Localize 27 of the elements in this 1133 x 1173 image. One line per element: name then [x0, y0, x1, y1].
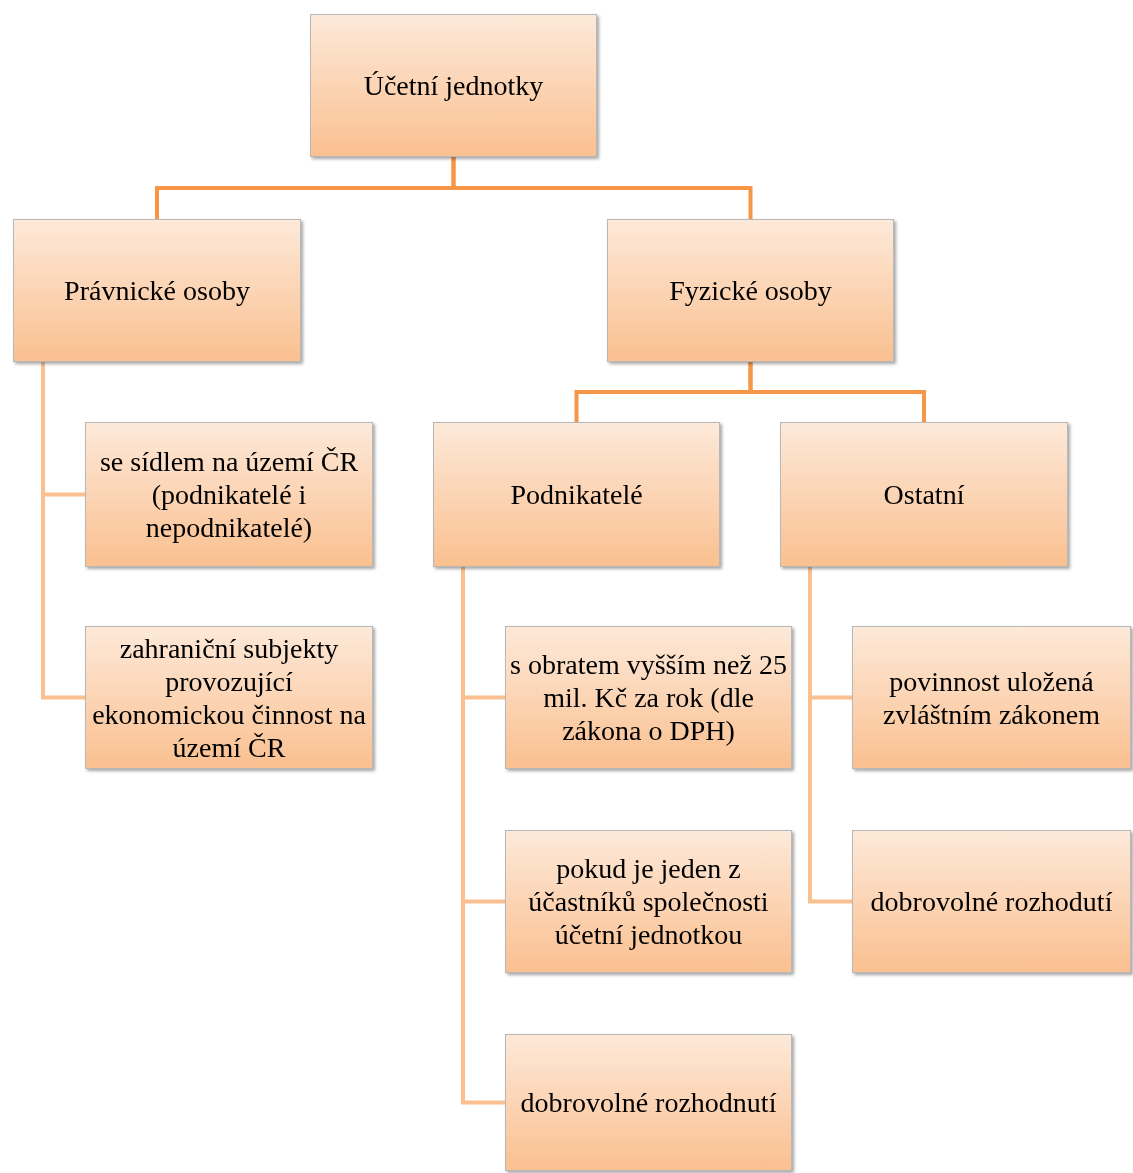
connector-line — [41, 362, 85, 700]
org-box — [433, 422, 720, 567]
box-label: Právnické osoby — [64, 274, 250, 307]
connector-line — [808, 567, 852, 904]
org-box — [607, 219, 894, 362]
connector-line — [451, 157, 753, 219]
box-label: Ostatní — [883, 478, 965, 511]
org-box — [505, 830, 792, 973]
box-label: Podnikatelé — [510, 478, 643, 511]
box-label: se sídlem na území ČR (podnikatelé i nepodnikatelé) — [98, 445, 360, 544]
org-box — [13, 219, 301, 362]
org-box — [505, 626, 792, 769]
box-label: dobrovolné rozhodnutí — [520, 1086, 777, 1119]
org-box — [85, 422, 373, 567]
org-box — [852, 626, 1131, 769]
org-box — [780, 422, 1068, 567]
box-label: pokud je jeden z účastníků společnosti účetní jednotkou — [527, 852, 770, 951]
box-label: Účetní jednotky — [363, 69, 544, 102]
org-box — [310, 14, 597, 157]
org-box — [505, 1034, 792, 1171]
box-label: zahraniční subjekty provozující ekonomickou činnost na území ČR — [91, 631, 367, 764]
box-label: Fyzické osoby — [669, 274, 832, 307]
box-label: s obratem vyšším než 25 mil. Kč za rok (dle zákona o DPH) — [510, 648, 787, 747]
connector-line — [748, 362, 926, 422]
org-box — [852, 830, 1131, 973]
box-label: povinnost uložená zvláštním zákonem — [882, 664, 1101, 731]
box-label: dobrovolné rozhodutí — [870, 885, 1113, 918]
